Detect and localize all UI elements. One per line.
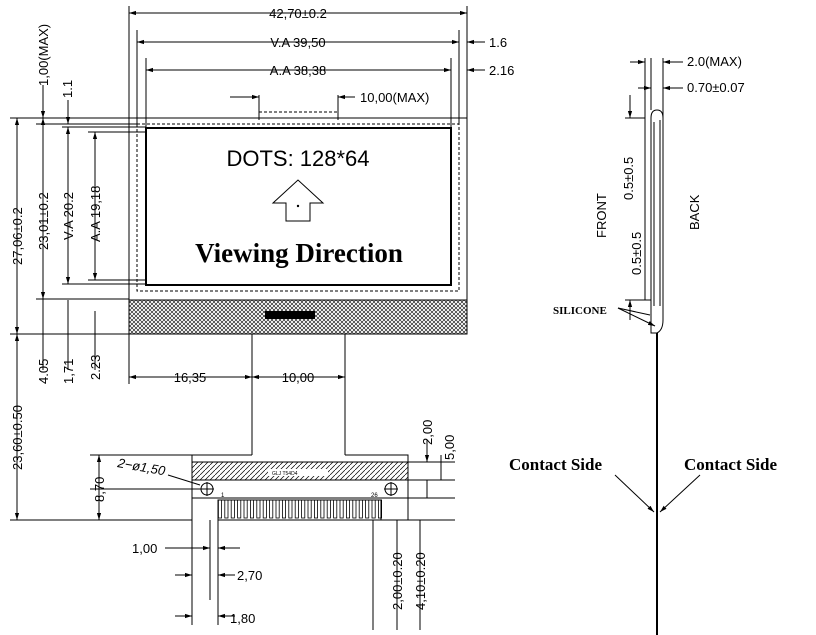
contact-pin (365, 499, 370, 519)
contact-pin (345, 499, 350, 519)
silicone-label: SILICONE (553, 305, 607, 317)
contact-pin (333, 499, 338, 519)
dim-fpc-width: 10,00 (282, 370, 315, 385)
side-dim-0-70: 0.70±0.07 (687, 80, 745, 95)
dim-fpc-left: 16,35 (174, 370, 207, 385)
contact-pin (371, 499, 376, 519)
dim-right-1: 1.6 (489, 35, 507, 50)
viewing-area-outline (136, 123, 460, 292)
dim-ic-width: 10,00(MAX) (360, 90, 429, 105)
contact-pin (275, 499, 280, 519)
contact-pin (320, 499, 325, 519)
contact-pin (269, 499, 274, 519)
pin1-label: 1 (221, 493, 225, 499)
fpc-contact-pins (217, 499, 382, 519)
dim-right-2: 2.16 (489, 63, 514, 78)
contact-pin (352, 499, 357, 519)
dim-1-71: 1,71 (61, 359, 76, 384)
dots-label: DOTS: 128*64 (226, 146, 369, 171)
dim-va-width: V.A 39,50 (270, 35, 325, 50)
dim-4-05: 4.05 (36, 359, 51, 384)
contact-pin (249, 499, 254, 519)
contact-pin (243, 499, 248, 519)
contact-side-left: Contact Side (509, 455, 602, 474)
dim-fpc-length: 23,60±0.50 (10, 405, 25, 470)
contact-pin (326, 499, 331, 519)
front-label: FRONT (594, 193, 609, 238)
dim-top-max: 1,00(MAX) (36, 24, 51, 86)
contact-pin (339, 499, 344, 519)
side-dim-05-bottom: 0.5±0.5 (629, 232, 644, 275)
dim-1-80: 1,80 (230, 611, 255, 626)
dim-pitch: 1,00 (132, 541, 157, 556)
dim-top-1: 1.1 (60, 80, 75, 98)
front-view: 42,70±0.2 V.A 39,50 A.A 38,38 1.6 2.16 1… (10, 6, 514, 630)
dim-2-70: 2,70 (237, 568, 262, 583)
contact-pin (262, 499, 267, 519)
viewing-arrow (271, 179, 325, 222)
contact-pin (294, 499, 299, 519)
driver-ic (265, 311, 315, 319)
dim-thick-4: 4,10±0.20 (413, 552, 428, 610)
dim-overall-height: 27,06±0.2 (10, 207, 25, 265)
dim-23-01: 23,01±0.2 (36, 192, 51, 250)
active-area-outline (145, 127, 452, 286)
contact-pin (307, 499, 312, 519)
contact-pin (237, 499, 242, 519)
contact-pin (281, 499, 286, 519)
back-label: BACK (687, 194, 702, 230)
dim-stiffener-5: 5,00 (442, 435, 457, 460)
dim-aa-height: A.A 19,18 (88, 186, 103, 242)
contact-pin (313, 499, 318, 519)
contact-pin (230, 499, 235, 519)
dim-thick-2: 2,00±0.20 (390, 552, 405, 610)
dim-8-70: 8,70 (92, 477, 107, 502)
contact-side-right: Contact Side (684, 455, 777, 474)
dim-holes: 2−ø1,50 (115, 455, 167, 478)
fpc-code: GLJ T54D4 (272, 471, 298, 477)
contact-pin (358, 499, 363, 519)
viewing-direction-label: Viewing Direction (195, 238, 403, 268)
contact-pin (301, 499, 306, 519)
dim-2-23: 2.23 (88, 355, 103, 380)
side-view: 2.0(MAX) 0.70±0.07 0.5±0.5 0.5±0.5 FRONT… (509, 54, 777, 635)
dim-aa-width: A.A 38,38 (270, 63, 326, 78)
side-dim-2-0: 2.0(MAX) (687, 54, 742, 69)
dim-stiffener-2: 2,00 (420, 420, 435, 445)
contact-pin (217, 499, 222, 519)
contact-pin (256, 499, 261, 519)
contact-pin (288, 499, 293, 519)
contact-pin (224, 499, 229, 519)
side-dim-05-top: 0.5±0.5 (621, 157, 636, 200)
dim-overall-width: 42,70±0.2 (269, 6, 327, 21)
pin26-label: 26 (371, 493, 378, 499)
dim-va-height: V.A 20.2 (61, 192, 76, 240)
